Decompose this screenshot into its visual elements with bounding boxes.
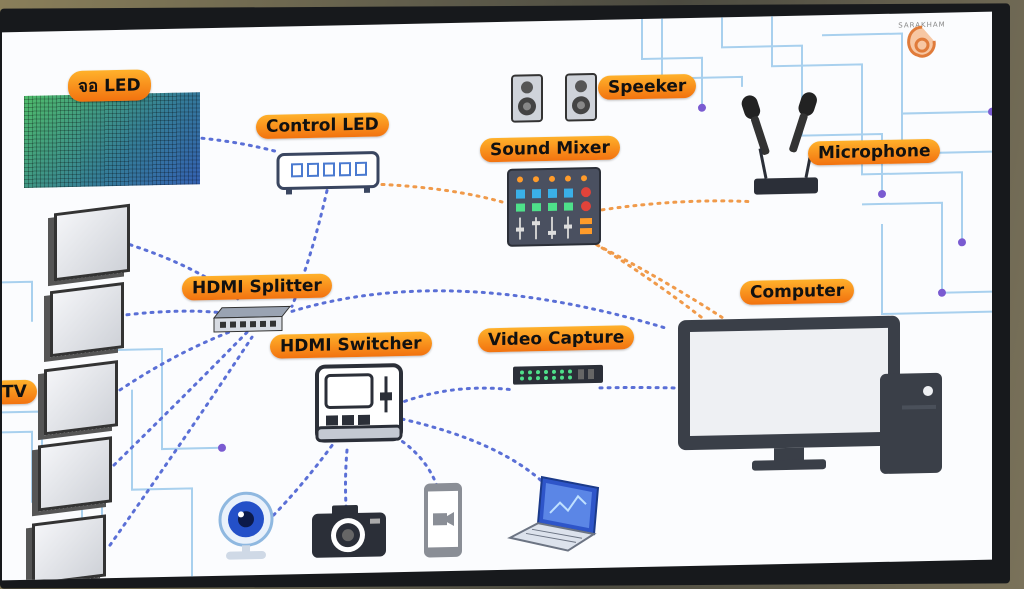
speaker-label: Speeker	[598, 73, 697, 100]
hdmi-switcher-label: HDMI Switcher	[270, 331, 432, 359]
monitor-bezel: จอ LED Control LED Speeker Sound Mixer	[0, 3, 1010, 589]
diagram-screen: จอ LED Control LED Speeker Sound Mixer	[2, 11, 992, 581]
sarakham-logo: SARAKHAM	[892, 21, 952, 82]
splitter-icon	[212, 305, 292, 333]
microphone-label: Microphone	[808, 138, 941, 166]
phone-icon	[424, 482, 462, 558]
video-capture-label: Video Capture	[478, 325, 635, 353]
computer-icon	[678, 315, 942, 474]
led-screen-label: จอ LED	[68, 69, 151, 103]
tv-icon	[32, 514, 106, 581]
tv-label: TV	[2, 379, 37, 405]
webcam-icon	[218, 491, 274, 560]
control-led-label: Control LED	[256, 112, 389, 140]
led-wall-icon	[24, 92, 200, 188]
speaker-icon	[511, 73, 597, 123]
microphone-icon	[741, 92, 818, 195]
control-box-icon	[276, 151, 380, 195]
tv-icon	[54, 203, 130, 282]
tv-icon	[38, 436, 112, 512]
switcher-icon	[315, 363, 403, 443]
tv-icon	[50, 281, 124, 358]
camera-icon	[312, 504, 386, 558]
tv-icon	[44, 360, 118, 436]
capture-card-icon	[513, 364, 603, 385]
laptop-icon	[507, 475, 600, 552]
sound-mixer-label: Sound Mixer	[480, 135, 620, 163]
computer-label: Computer	[740, 278, 855, 305]
mixer-icon	[507, 166, 601, 247]
hdmi-splitter-label: HDMI Splitter	[182, 273, 332, 301]
